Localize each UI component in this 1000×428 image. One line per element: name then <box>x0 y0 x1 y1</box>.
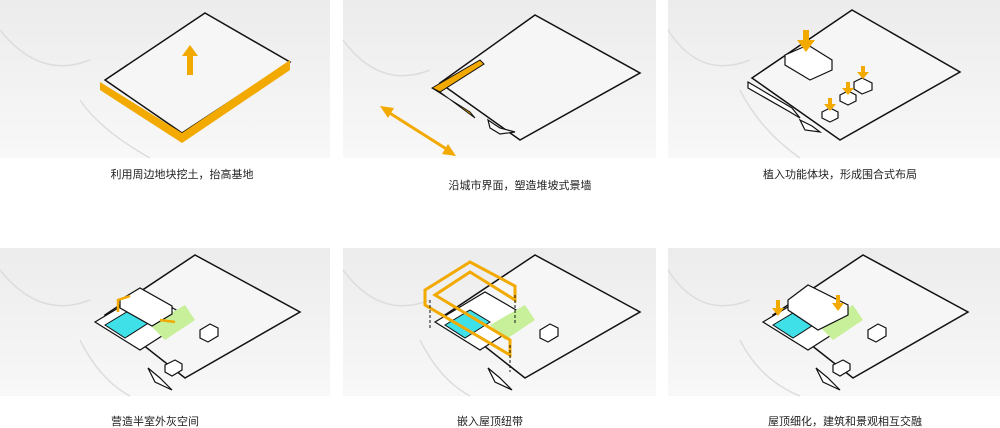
step6-caption: 屋顶细化，建筑和景观相互交融 <box>768 415 922 428</box>
step2-caption: 沿城市界面，塑造堆坡式景墙 <box>448 179 592 192</box>
step3-diagram <box>747 9 962 141</box>
arrow-down-icons <box>797 30 869 111</box>
step5-caption: 嵌入屋顶纽带 <box>457 415 523 428</box>
slope-wall <box>431 87 476 119</box>
arrow-down-icons <box>772 295 844 316</box>
function-blocks <box>784 44 873 123</box>
road-lines <box>0 29 801 397</box>
step6-diagram <box>761 254 970 391</box>
step4-diagram <box>93 254 302 391</box>
double-arrow-icon <box>380 106 456 156</box>
roof-ribbon <box>423 260 517 358</box>
step5-diagram <box>423 254 642 391</box>
site-plate <box>750 9 962 141</box>
raised-edge <box>100 60 290 143</box>
step1-diagram <box>100 12 292 143</box>
arrow-up-icon <box>182 45 198 75</box>
step3-caption: 植入功能体块，形成围合式布局 <box>763 168 917 181</box>
step4-caption: 营造半室外灰空间 <box>111 415 199 428</box>
step2-diagram <box>380 14 642 156</box>
site-plate <box>438 14 642 141</box>
step1-caption: 利用周边地块挖土，抬高基地 <box>110 168 254 181</box>
